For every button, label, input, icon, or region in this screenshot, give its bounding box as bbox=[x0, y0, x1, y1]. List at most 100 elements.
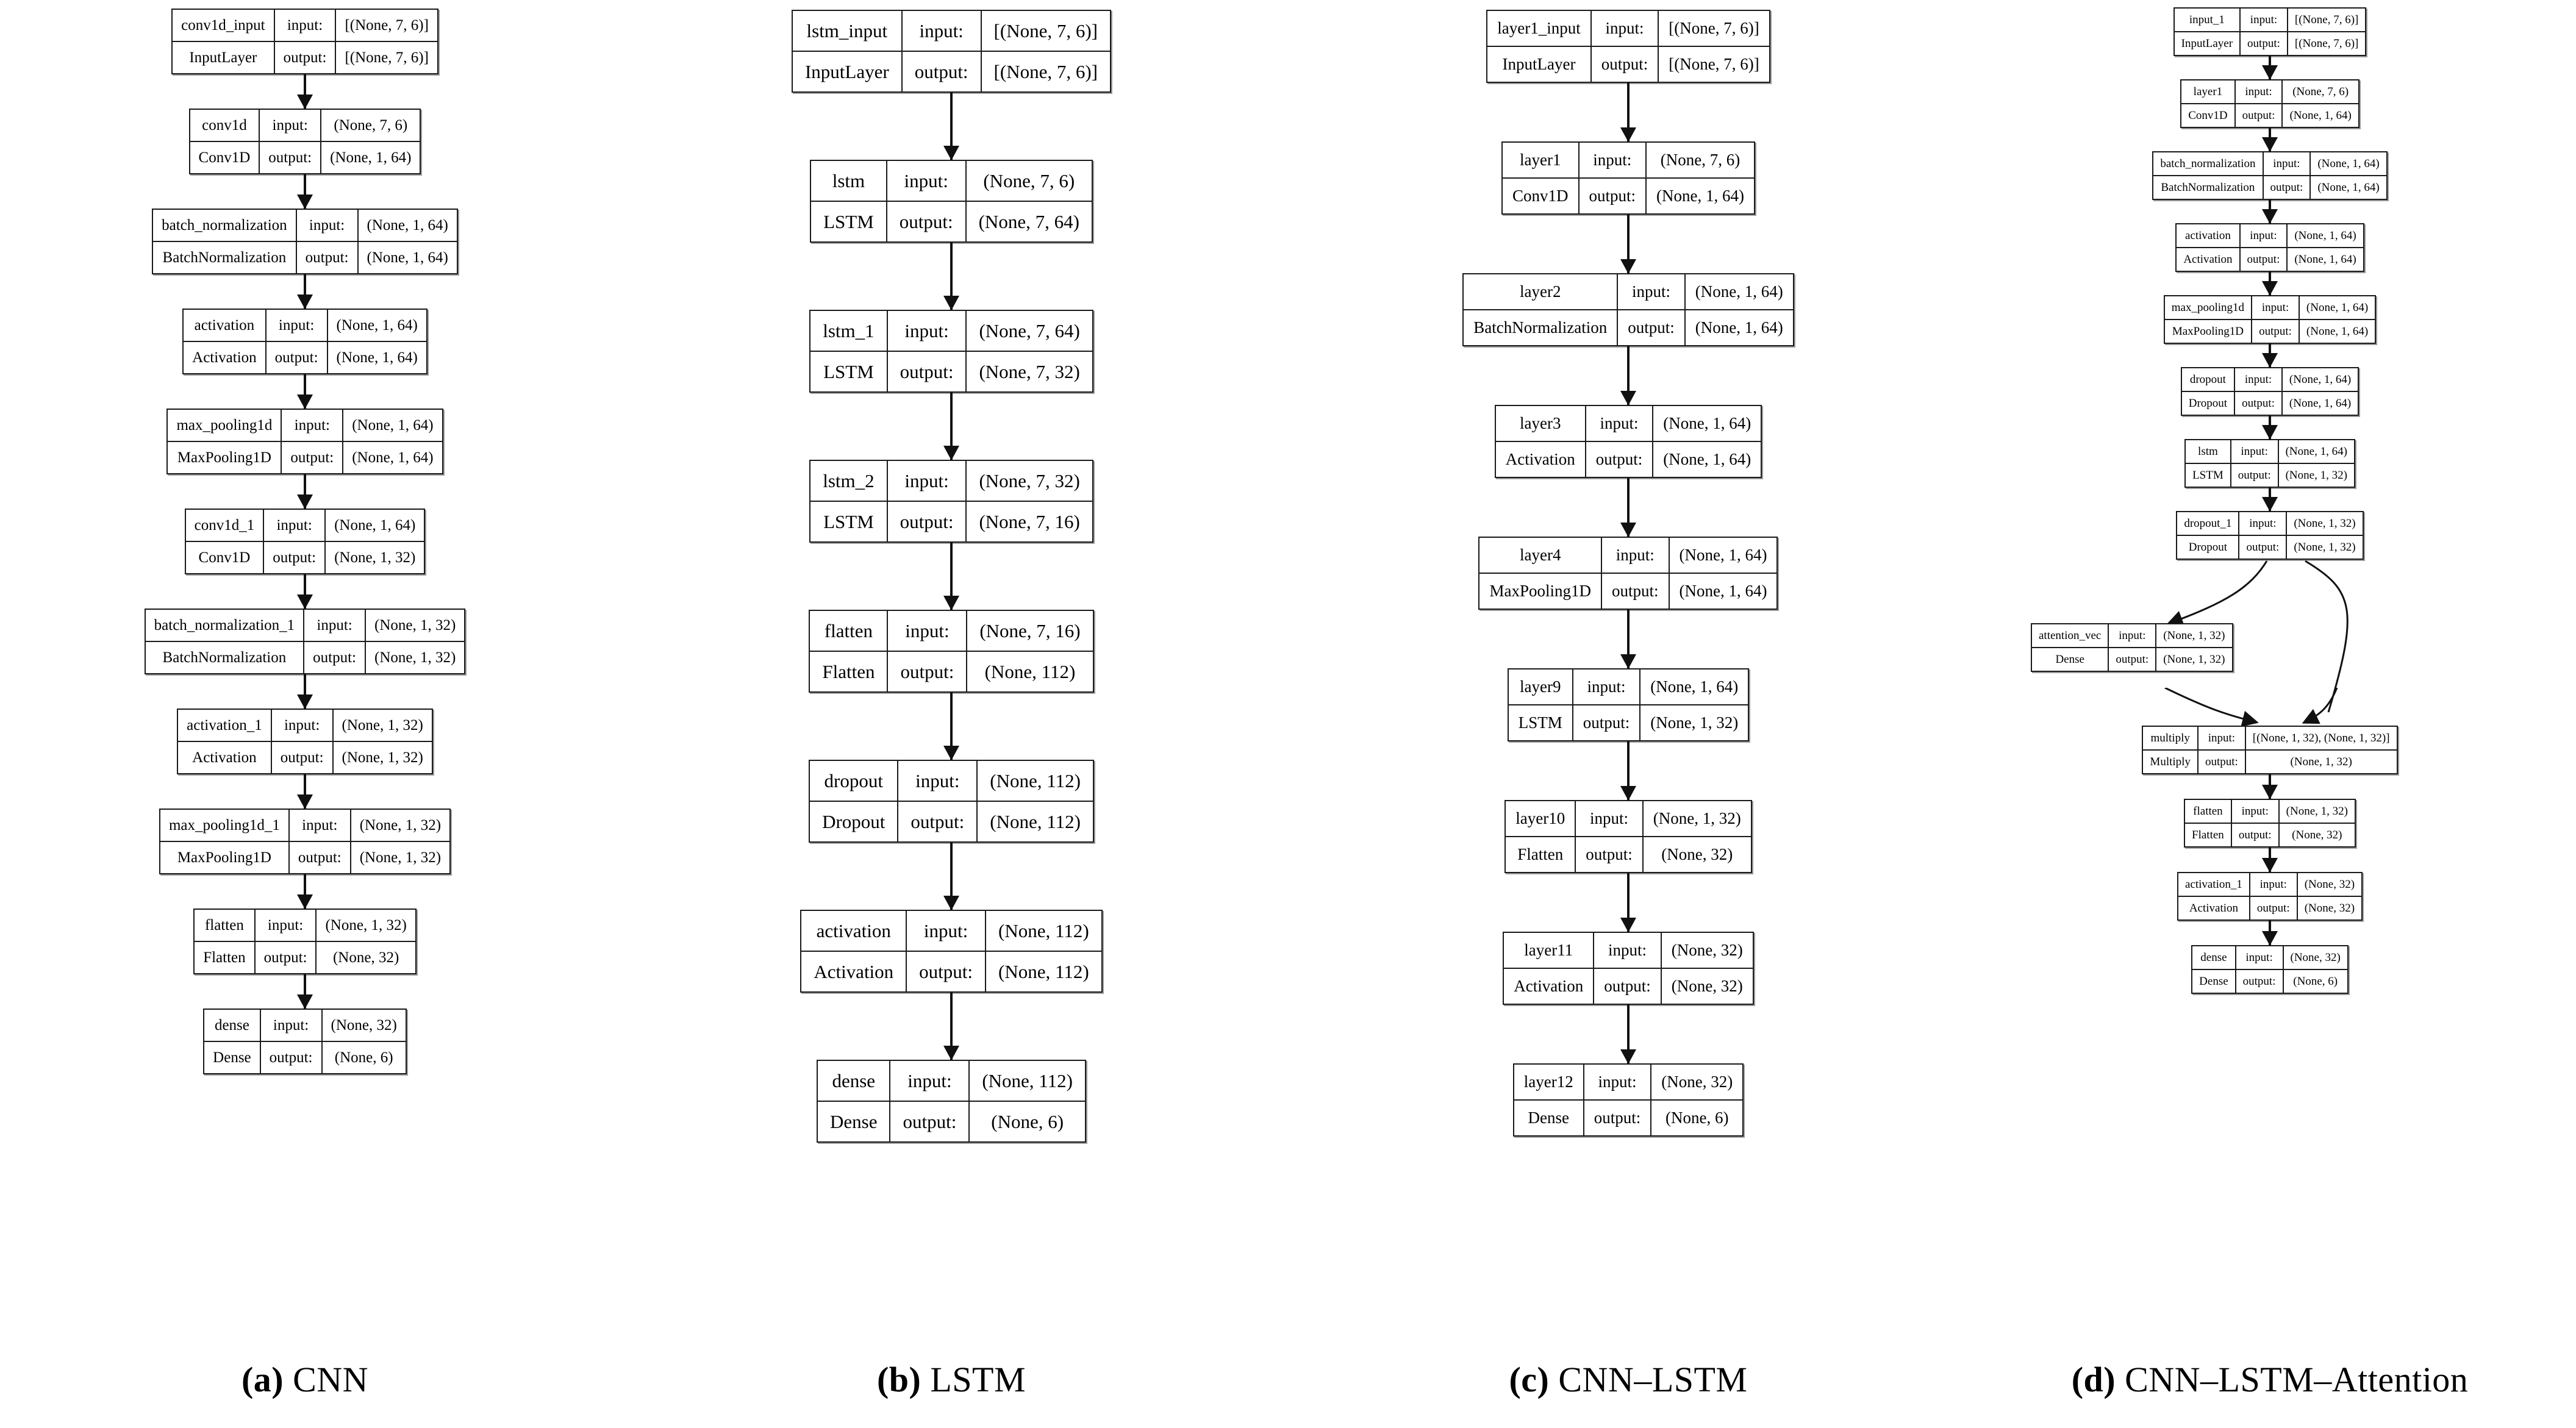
input-label: input: bbox=[1594, 933, 1662, 969]
flow-arrow-icon bbox=[950, 693, 953, 760]
layer-name: dropout bbox=[810, 761, 899, 802]
input-shape-value: (None, 7, 16) bbox=[967, 611, 1093, 652]
layer-name: max_pooling1d_1 bbox=[160, 810, 290, 842]
input-shape-value: (None, 1, 32) bbox=[366, 610, 465, 642]
output-shape-value: [(None, 7, 6)] bbox=[993, 61, 1098, 82]
caption-tag-a: (a) bbox=[241, 1360, 284, 1399]
layer-name: lstm bbox=[2186, 440, 2231, 464]
input-label: input: bbox=[887, 311, 967, 352]
layer-name: activation bbox=[801, 911, 907, 952]
output-label: output: bbox=[1592, 47, 1659, 82]
input-shape-value: [(None, 1, 32), (None, 1, 32)] bbox=[2245, 727, 2397, 751]
output-shape-value: (None, 32) bbox=[2304, 902, 2355, 915]
output-shape-value: (None, 1, 32) bbox=[2285, 469, 2347, 482]
input-label: input: bbox=[2235, 80, 2283, 104]
input-label: input: bbox=[1591, 11, 1659, 47]
layer-type: LSTM bbox=[811, 202, 887, 241]
input-label: input: bbox=[274, 10, 337, 42]
caption-text-d: CNN–LSTM–Attention bbox=[2125, 1360, 2469, 1399]
output-label: output: bbox=[890, 1102, 970, 1141]
output-shape-value: (None, 32) bbox=[332, 949, 399, 966]
flow-arrow-icon bbox=[1626, 215, 1630, 273]
input-label: input: bbox=[2236, 946, 2284, 970]
caption-tag-b: (b) bbox=[876, 1360, 921, 1399]
output-label: output: bbox=[2235, 392, 2283, 415]
caption-text-c: CNN–LSTM bbox=[1558, 1360, 1748, 1399]
output-shape-value: (None, 6) bbox=[991, 1111, 1064, 1132]
input-label: input: bbox=[271, 710, 334, 742]
layer-type: Activation bbox=[1496, 442, 1586, 477]
output-label: output: bbox=[888, 502, 967, 541]
input-shape-value: (None, 1, 64) bbox=[2299, 296, 2375, 320]
output-label: output: bbox=[261, 1042, 323, 1073]
input-shape-value: (None, 32) bbox=[2283, 946, 2347, 970]
layer-type: MaxPooling1D bbox=[160, 842, 290, 873]
layer-name: flatten bbox=[195, 910, 256, 942]
panel-caption-d: (d) CNN–LSTM–Attention bbox=[1964, 1359, 2576, 1400]
input-label: input: bbox=[304, 610, 366, 642]
output-shape-value: (None, 1, 32) bbox=[2294, 541, 2356, 554]
input-shape-value: (None, 7, 64) bbox=[967, 311, 1092, 352]
output-label: output: bbox=[1584, 1101, 1652, 1135]
layer-type: Dense bbox=[2032, 648, 2109, 671]
layer-type: Dropout bbox=[2182, 392, 2236, 415]
flow-arrow-icon bbox=[2269, 848, 2271, 872]
layer-name: flatten bbox=[810, 611, 889, 652]
input-label: input: bbox=[1576, 801, 1644, 837]
output-shape-value: (None, 6) bbox=[334, 1049, 393, 1066]
layer-name: layer3 bbox=[1495, 406, 1586, 442]
flow-arrow-icon bbox=[303, 574, 306, 609]
layer-name: layer9 bbox=[1508, 669, 1573, 705]
layer-name: lstm bbox=[811, 161, 887, 202]
input-label: input: bbox=[266, 310, 328, 342]
layer-name: layer1 bbox=[1502, 143, 1580, 179]
input-label: input: bbox=[2241, 9, 2288, 32]
input-shape-value: (None, 1, 64) bbox=[1640, 669, 1748, 705]
output-shape-value: (None, 1, 64) bbox=[367, 249, 448, 266]
layer-name: conv1d bbox=[190, 110, 260, 142]
input-label: input: bbox=[1584, 1065, 1652, 1101]
panel-caption-c: (c) CNN–LSTM bbox=[1293, 1359, 1964, 1400]
output-label: output: bbox=[264, 542, 326, 573]
input-label: input: bbox=[2263, 152, 2311, 176]
panel-caption-b: (b) LSTM bbox=[610, 1359, 1293, 1400]
caption-tag-c: (c) bbox=[1509, 1360, 1550, 1399]
output-shape-value: (None, 1, 32) bbox=[2290, 755, 2352, 768]
flow-arrow-icon bbox=[1626, 610, 1630, 668]
output-shape-value: (None, 7, 64) bbox=[978, 211, 1079, 232]
input-shape-value: (None, 32) bbox=[322, 1010, 406, 1042]
input-shape-value: (None, 1, 32) bbox=[1643, 801, 1751, 837]
flow-arrow-icon bbox=[2269, 416, 2271, 439]
output-shape-value: (None, 1, 32) bbox=[2163, 653, 2225, 666]
input-label: input: bbox=[2198, 727, 2246, 751]
layer-name: layer1 bbox=[2181, 80, 2236, 104]
layer-name: batch_normalization bbox=[2153, 152, 2264, 176]
output-label: output: bbox=[1586, 442, 1654, 477]
layer-type: LSTM bbox=[810, 352, 888, 391]
flow-arrow-icon bbox=[1626, 741, 1630, 800]
layer-name: layer12 bbox=[1514, 1065, 1584, 1101]
layer-name: lstm_input bbox=[792, 11, 903, 52]
flow-arrow-icon bbox=[1626, 83, 1630, 141]
input-shape-value: (None, 1, 32) bbox=[2287, 512, 2363, 536]
input-label: input: bbox=[2231, 800, 2280, 824]
output-label: output: bbox=[267, 342, 328, 373]
layer-name: attention_vec bbox=[2032, 624, 2109, 648]
input-shape-value: (None, 1, 64) bbox=[358, 210, 457, 242]
output-shape-value: (None, 1, 64) bbox=[1679, 582, 1767, 600]
layer-name: flatten bbox=[2185, 800, 2232, 824]
